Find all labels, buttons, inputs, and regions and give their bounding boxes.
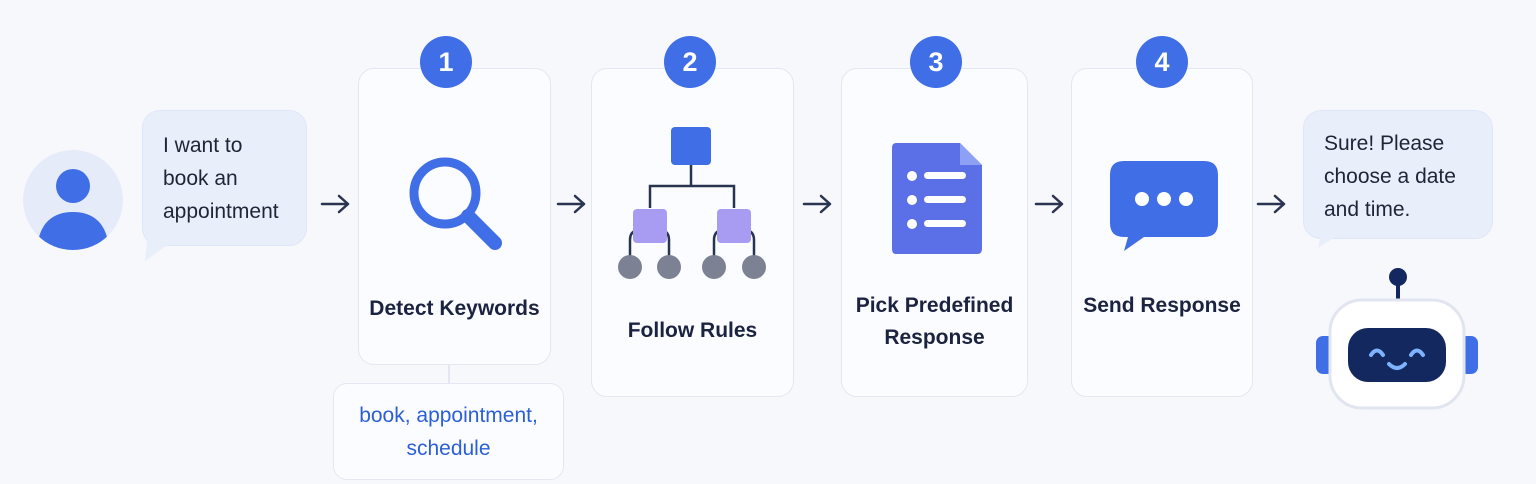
decision-tree-icon <box>618 127 766 279</box>
document-list-icon <box>892 143 982 254</box>
magnifier-icon <box>409 157 502 250</box>
step-card-follow-rules: Follow Rules <box>591 68 794 397</box>
step-number-badge: 3 <box>910 36 962 88</box>
robot-icon <box>1316 268 1478 410</box>
user-message-line: appointment <box>163 200 279 223</box>
step-label: Send Response <box>1083 294 1241 317</box>
arrow-right-icon <box>1256 194 1286 214</box>
arrow-right-icon <box>320 194 350 214</box>
step-card-pick-response: Pick Predefined Response <box>841 68 1028 397</box>
arrow-right-icon <box>1034 194 1064 214</box>
bot-message-line: choose a date <box>1324 165 1456 188</box>
bot-avatar <box>1312 266 1482 416</box>
bot-message-bubble: Sure! Please choose a date and time. <box>1303 110 1493 248</box>
step-label: Response <box>884 326 985 349</box>
user-message-line: book an <box>163 167 238 190</box>
arrow-right-icon <box>802 194 832 214</box>
keywords-line: schedule <box>406 437 491 460</box>
step-card-detect-keywords: Detect Keywords <box>358 68 551 365</box>
arrow-right-icon <box>556 194 586 214</box>
user-message-bubble: I want to book an appointment <box>142 110 307 261</box>
bubble-tail <box>1318 230 1346 248</box>
user-message-line: I want to <box>163 134 243 157</box>
chat-dots-icon <box>1110 161 1218 251</box>
step-label: Follow Rules <box>627 319 758 342</box>
keywords-line: book, appointment, <box>359 404 538 427</box>
bot-message-line: and time. <box>1324 198 1411 221</box>
user-avatar <box>22 146 124 254</box>
keywords-box: book, appointment, schedule <box>333 383 564 480</box>
bubble-tail <box>145 241 173 261</box>
step-card-send-response: Send Response <box>1071 68 1253 397</box>
step-number-badge: 4 <box>1136 36 1188 88</box>
step-label: Detect Keywords <box>369 297 540 320</box>
user-icon <box>23 150 123 250</box>
bot-message-line: Sure! Please <box>1324 132 1445 155</box>
step-number-badge: 2 <box>664 36 716 88</box>
step-number-badge: 1 <box>420 36 472 88</box>
step-label: Pick Predefined <box>855 294 1014 317</box>
keywords-connector <box>448 365 450 385</box>
